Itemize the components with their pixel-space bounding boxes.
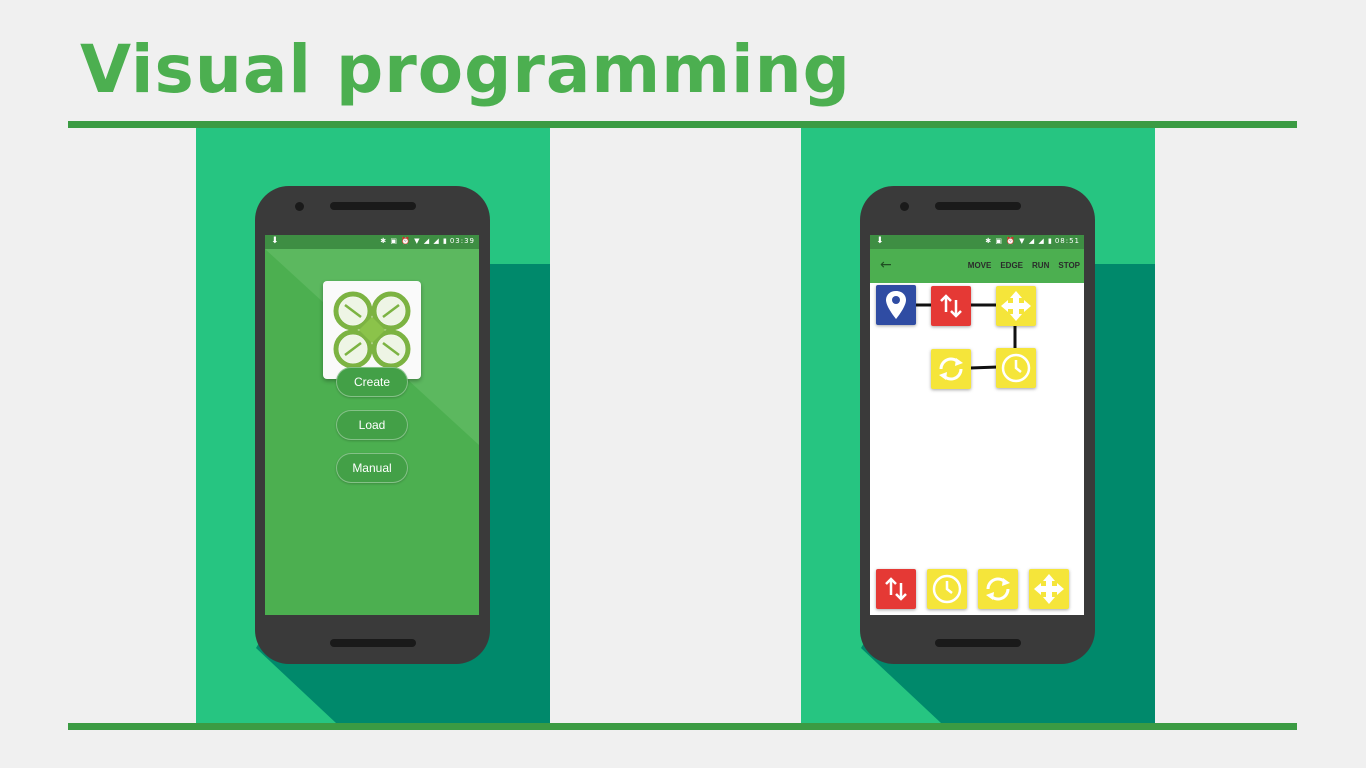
run-action[interactable]: RUN: [1032, 261, 1050, 270]
manual-button[interactable]: Manual: [336, 453, 408, 483]
palette-move-block[interactable]: [1029, 569, 1069, 609]
edge-action[interactable]: EDGE: [1000, 261, 1024, 270]
left-panel: ⬇ ✱ ▣ ⏰ ▼ ◢ ◢ ▮03:39: [196, 128, 550, 723]
clock-icon: [932, 574, 962, 604]
up-down-arrows-icon: [885, 577, 907, 601]
phone-home: ⬇ ✱ ▣ ⏰ ▼ ◢ ◢ ▮03:39: [255, 186, 490, 664]
bottom-speaker: [330, 639, 416, 647]
palette-up-down-block[interactable]: [876, 569, 916, 609]
arrow-back-icon[interactable]: ←: [880, 257, 892, 273]
status-time: 08:51: [1054, 237, 1080, 245]
move-action[interactable]: MOVE: [967, 261, 992, 270]
top-divider: [68, 121, 1297, 128]
four-way-arrows-icon: [1034, 574, 1064, 604]
phone-editor: ⬇ ✱ ▣ ⏰ ▼ ◢ ◢ ▮08:51 ← MOVE EDGE RUN STO…: [860, 186, 1095, 664]
status-icons: ✱ ▣ ⏰ ▼ ◢ ◢ ▮08:51: [985, 237, 1080, 245]
usb-icon: ⬇: [876, 236, 884, 246]
page-title: Visual programming: [80, 31, 851, 108]
edge-lines: [915, 303, 1017, 370]
earpiece: [935, 202, 1021, 210]
location-pin-icon: [886, 291, 906, 319]
usb-icon: ⬇: [271, 236, 279, 246]
bottom-divider: [68, 723, 1297, 730]
drone-icon: [333, 291, 411, 369]
location-block[interactable]: [876, 285, 916, 325]
load-button[interactable]: Load: [336, 410, 408, 440]
status-icons: ✱ ▣ ⏰ ▼ ◢ ◢ ▮03:39: [380, 237, 475, 245]
up-down-block[interactable]: [931, 286, 971, 326]
stop-action[interactable]: STOP: [1058, 261, 1080, 270]
palette-wait-block[interactable]: [927, 569, 967, 609]
editor-screen: ⬇ ✱ ▣ ⏰ ▼ ◢ ◢ ▮08:51 ← MOVE EDGE RUN STO…: [870, 235, 1084, 615]
repeat-block[interactable]: [931, 349, 971, 389]
right-panel: ⬇ ✱ ▣ ⏰ ▼ ◢ ◢ ▮08:51 ← MOVE EDGE RUN STO…: [801, 128, 1155, 723]
status-bar: ⬇ ✱ ▣ ⏰ ▼ ◢ ◢ ▮03:39: [265, 235, 479, 249]
home-screen: ⬇ ✱ ▣ ⏰ ▼ ◢ ◢ ▮03:39: [265, 235, 479, 615]
up-down-arrows-icon: [940, 294, 962, 318]
bottom-speaker: [935, 639, 1021, 647]
wait-block[interactable]: [996, 348, 1036, 388]
status-time: 03:39: [449, 237, 475, 245]
palette-repeat-block[interactable]: [978, 569, 1018, 609]
move-block[interactable]: [996, 286, 1036, 326]
editor-toolbar: ← MOVE EDGE RUN STOP: [870, 249, 1084, 283]
create-button[interactable]: Create: [336, 367, 408, 397]
front-camera: [900, 202, 909, 211]
earpiece: [330, 202, 416, 210]
status-bar: ⬇ ✱ ▣ ⏰ ▼ ◢ ◢ ▮08:51: [870, 235, 1084, 249]
repeat-icon: [986, 577, 1010, 601]
four-way-arrows-icon: [1001, 291, 1031, 321]
clock-icon: [1001, 353, 1031, 383]
repeat-icon: [939, 357, 963, 381]
app-logo: [323, 281, 421, 379]
front-camera: [295, 202, 304, 211]
